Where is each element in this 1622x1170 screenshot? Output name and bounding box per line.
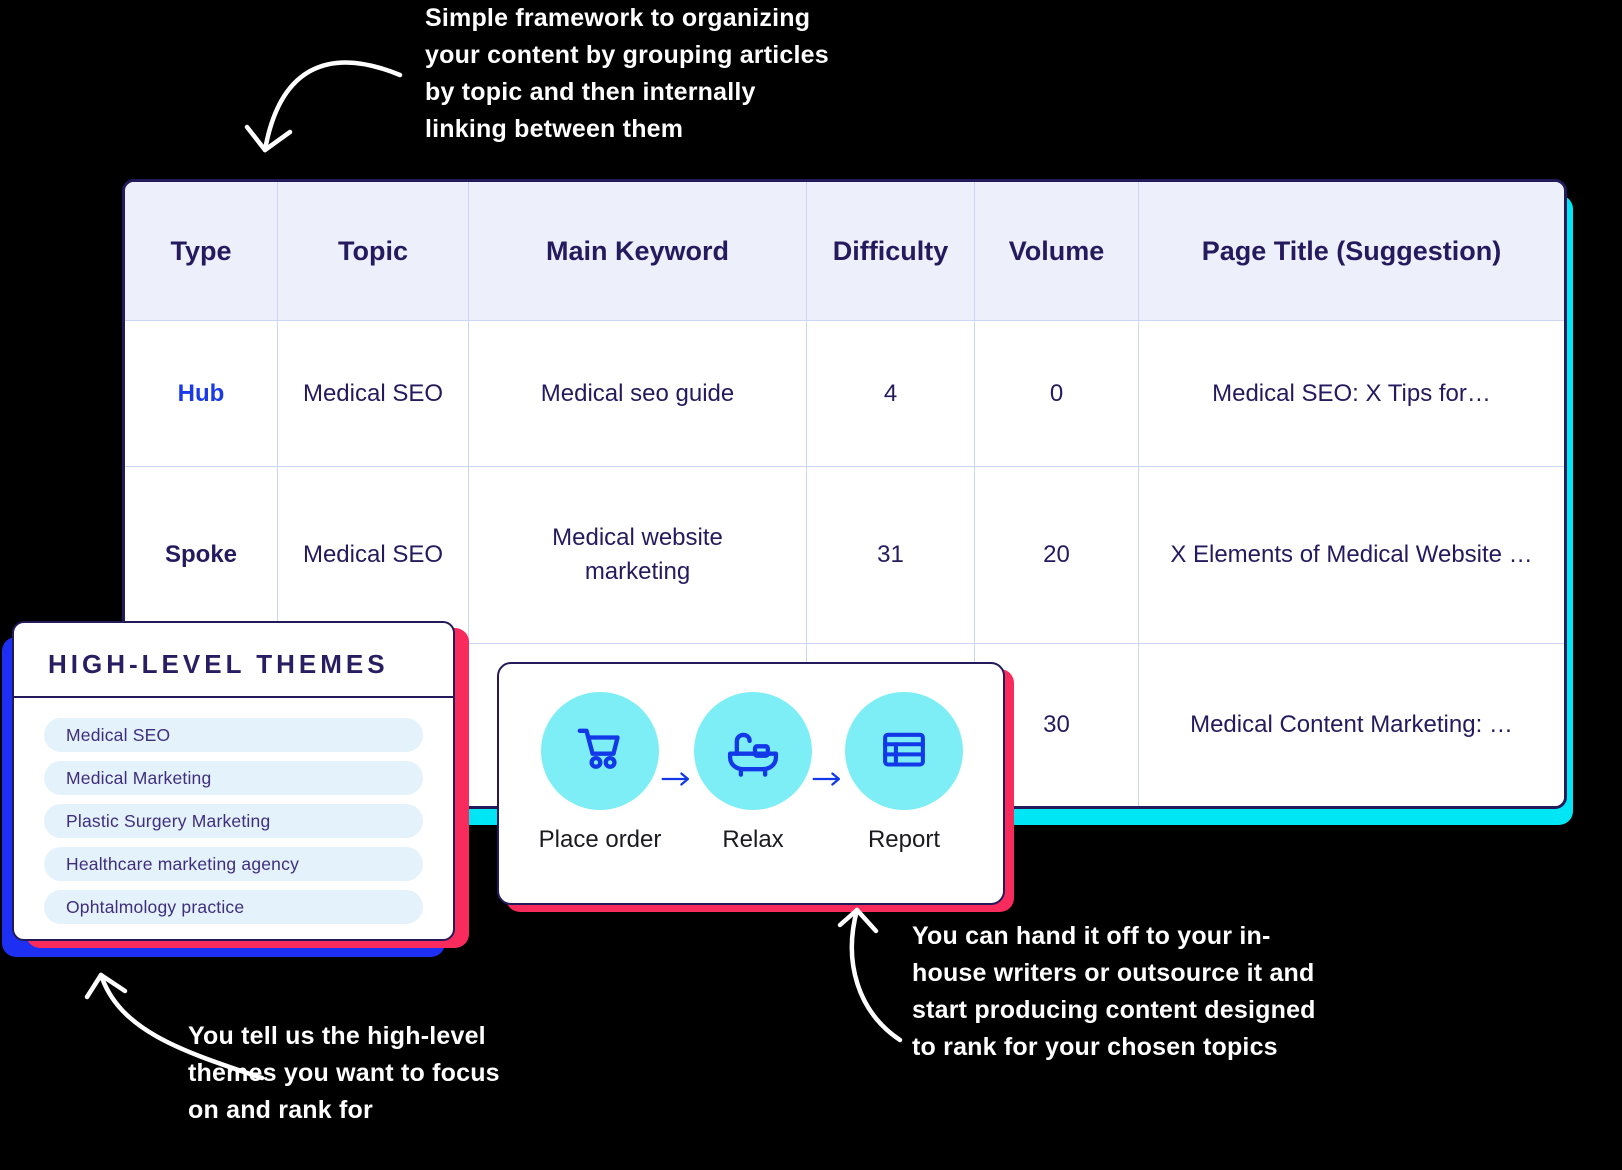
curved-arrow-bottom-right <box>837 907 903 1043</box>
divider <box>14 696 453 698</box>
column-header-topic: Topic <box>278 182 469 321</box>
column-header-volume: Volume <box>975 182 1139 321</box>
themes-card-title: HIGH-LEVEL THEMES <box>48 649 389 679</box>
keyword-text: Medical website marketing <box>552 524 723 585</box>
cell-difficulty: 4 <box>807 321 975 467</box>
step-report: Report <box>845 692 963 854</box>
cell-page-title: Medical Content Marketing: … <box>1139 644 1564 806</box>
cell-type: Hub <box>125 321 278 467</box>
annotation-themes: You tell us the high-level themes you wa… <box>188 1022 500 1124</box>
bathtub-icon <box>694 692 812 810</box>
curved-arrow-top <box>244 60 403 153</box>
cell-page-title: X Elements of Medical Website … <box>1139 467 1564 644</box>
keyword-text: Medical seo guide <box>540 379 735 407</box>
theme-pill: Medical Marketing <box>44 761 423 795</box>
step-label: Place order <box>538 826 662 853</box>
column-header-difficulty: Difficulty <box>807 182 975 321</box>
step-label: Relax <box>722 826 784 853</box>
arrow-right-icon <box>661 772 690 786</box>
cart-icon <box>541 692 659 810</box>
cell-topic: Medical SEO <box>278 467 469 644</box>
type-spoke-label: Spoke <box>164 541 238 569</box>
annotation-framework: Simple framework to organizing your cont… <box>425 4 829 143</box>
report-icon <box>845 692 963 810</box>
step-label: Report <box>867 826 941 853</box>
arrow-right-icon <box>812 772 841 786</box>
cell-topic: Medical SEO <box>278 321 469 467</box>
cell-volume: 0 <box>975 321 1139 467</box>
cell-main-keyword: Medical website marketing <box>469 467 807 644</box>
themes-list: Medical SEO Medical Marketing Plastic Su… <box>14 698 453 924</box>
cell-type: Spoke <box>125 467 278 644</box>
theme-pill: Healthcare marketing agency <box>44 847 423 881</box>
high-level-themes-card: HIGH-LEVEL THEMES Medical SEO Medical Ma… <box>12 621 455 941</box>
annotation-handoff: You can hand it off to your in- house wr… <box>912 922 1316 1061</box>
process-steps-card: Place order Relax <box>497 662 1005 905</box>
column-header-type: Type <box>125 182 278 321</box>
column-header-main-keyword: Main Keyword <box>469 182 807 321</box>
type-hub-label: Hub <box>177 379 225 407</box>
theme-pill: Plastic Surgery Marketing <box>44 804 423 838</box>
step-relax: Relax <box>694 692 812 854</box>
cell-main-keyword: Medical seo guide <box>469 321 807 467</box>
cell-difficulty: 31 <box>807 467 975 644</box>
step-place-order: Place order <box>539 692 661 854</box>
theme-pill: Ophtalmology practice <box>44 890 423 924</box>
cell-volume: 20 <box>975 467 1139 644</box>
column-header-page-title: Page Title (Suggestion) <box>1139 182 1564 321</box>
cell-page-title: Medical SEO: X Tips for… <box>1139 321 1564 467</box>
theme-pill: Medical SEO <box>44 718 423 752</box>
